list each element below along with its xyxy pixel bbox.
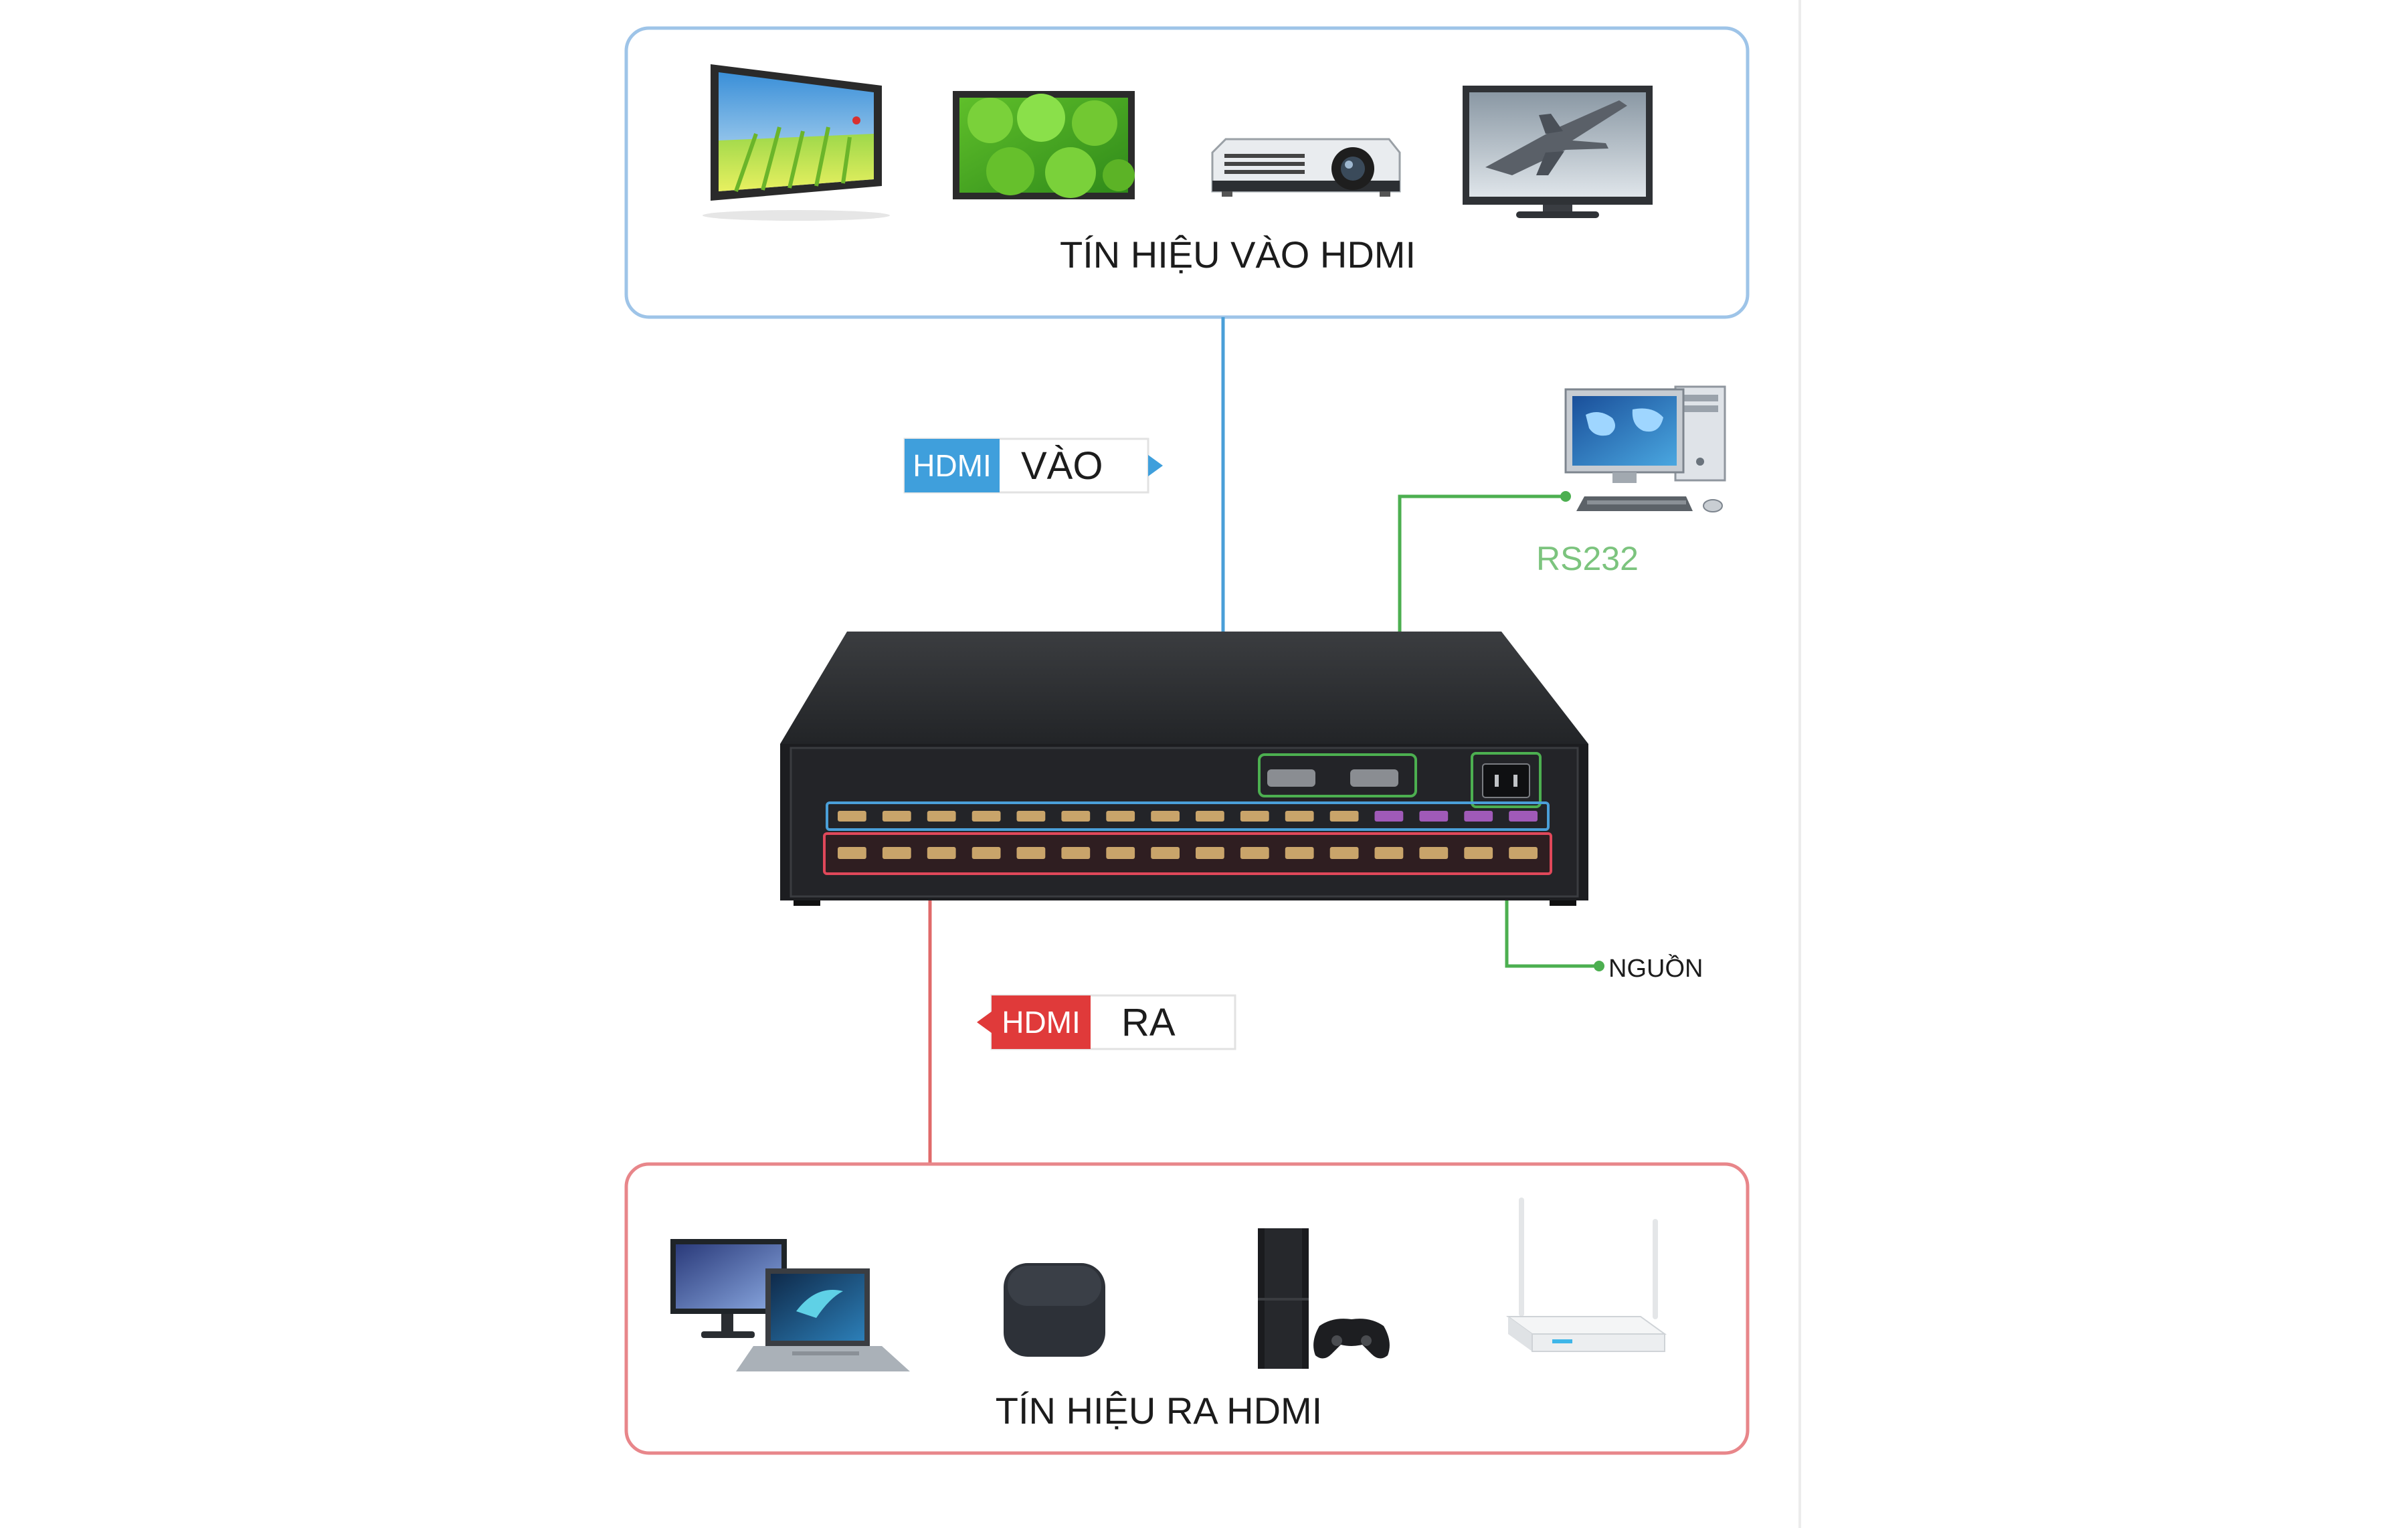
- hdmi-out-tag: HDMI RA: [977, 994, 1236, 1050]
- rs232-line-dot: [1560, 491, 1571, 502]
- flat-tv-icon: [1463, 86, 1653, 218]
- hdmi-output-port-icon: [1329, 847, 1359, 859]
- lcd-monitor-icon: [953, 91, 1135, 199]
- hdmi-input-port-icon: [1106, 811, 1135, 822]
- hdmi-output-ports-frame: [823, 832, 1552, 875]
- rs232-out-port-icon: [1350, 769, 1398, 787]
- hdmi-input-port-icon: [1329, 811, 1359, 822]
- hdmi-input-port-icon: [1196, 811, 1224, 822]
- power-label: NGUỒN: [1608, 953, 1703, 983]
- input-panel-caption: TÍN HIỆU VÀO HDMI: [1060, 233, 1416, 276]
- hdmi-output-port-icon: [1016, 847, 1046, 859]
- output-panel-caption: TÍN HIỆU RA HDMI: [996, 1390, 1322, 1432]
- hdmi-output-port-icon: [1196, 847, 1224, 859]
- hdmi-input-port-icon: [927, 811, 956, 822]
- hdmi-input-ports-frame: [826, 801, 1550, 831]
- hdmi-input-port-icon: [1240, 811, 1269, 822]
- power-line: [1505, 870, 1599, 968]
- hdmi-output-port-icon: [1240, 847, 1269, 859]
- hdmi-input-port-icon: [882, 811, 911, 822]
- hdmi-out-arrow-icon: [977, 1012, 992, 1033]
- input-sources-panel: TÍN HIỆU VÀO HDMI: [624, 26, 1750, 319]
- hdmi-input-port-icon: [1016, 811, 1046, 822]
- rs232-port-frame: [1258, 753, 1417, 797]
- output-panel-border: [624, 1162, 1750, 1455]
- rs232-in-port-icon: [1267, 769, 1315, 787]
- hdmi-in-badge-label: HDMI: [913, 448, 992, 483]
- hdmi-out-label: RA: [1121, 1001, 1176, 1044]
- hdmi-in-label: VÀO: [1021, 444, 1103, 488]
- hdmi-output-port-icon: [838, 847, 866, 859]
- hdmi-output-ports: [838, 847, 1538, 859]
- hdmi-in-arrow-icon: [1148, 455, 1163, 476]
- hdmi-input-port-icon: [1509, 811, 1538, 822]
- hdmi-output-port-icon: [1464, 847, 1493, 859]
- hdmi-input-port-icon: [1285, 811, 1314, 822]
- game-console-icon: [1258, 1228, 1390, 1369]
- hdmi-input-ports: [838, 811, 1538, 822]
- hdmi-output-port-icon: [1509, 847, 1538, 859]
- hdmi-output-port-icon: [1061, 847, 1091, 859]
- hdmi-input-port-icon: [1374, 811, 1404, 822]
- hdmi-output-port-icon: [882, 847, 911, 859]
- projector-icon: [1211, 138, 1401, 197]
- hdmi-output-port-icon: [1374, 847, 1404, 859]
- rs232-label: RS232: [1536, 540, 1639, 577]
- hdmi-input-port-icon: [1419, 811, 1449, 822]
- wifi-router-icon: [1505, 1198, 1667, 1352]
- led-wall-display-icon: [703, 64, 890, 221]
- hdmi-input-port-icon: [1464, 811, 1493, 822]
- computer-laptop-icon: [670, 1239, 910, 1371]
- hdmi-input-port-icon: [838, 811, 866, 822]
- hdmi-in-tag: HDMI VÀO: [903, 438, 1163, 494]
- hdmi-output-port-icon: [927, 847, 956, 859]
- hdmi-output-port-icon: [1419, 847, 1449, 859]
- hdmi-output-port-icon: [971, 847, 1001, 859]
- output-devices-panel: TÍN HIỆU RA HDMI: [624, 1162, 1750, 1455]
- hdmi-input-port-icon: [971, 811, 1001, 822]
- hdmi-output-port-icon: [1151, 847, 1180, 859]
- power-line-dot: [1594, 961, 1604, 971]
- power-socket-icon: [1482, 763, 1530, 798]
- hdmi-matrix-switcher-icon: [780, 632, 1588, 906]
- hdmi-output-port-icon: [1285, 847, 1314, 859]
- hdmi-out-badge-label: HDMI: [1002, 1005, 1081, 1040]
- hdmi-in-badge: [905, 439, 1000, 492]
- tv-box-icon: [1004, 1263, 1105, 1357]
- power-socket-frame: [1471, 752, 1542, 808]
- hdmi-input-port-icon: [1061, 811, 1091, 822]
- switcher-top: [780, 632, 1588, 744]
- hdmi-out-badge: [992, 995, 1091, 1049]
- hdmi-output-port-icon: [1106, 847, 1135, 859]
- hdmi-input-port-icon: [1151, 811, 1180, 822]
- desktop-computer-icon: [1564, 385, 1726, 512]
